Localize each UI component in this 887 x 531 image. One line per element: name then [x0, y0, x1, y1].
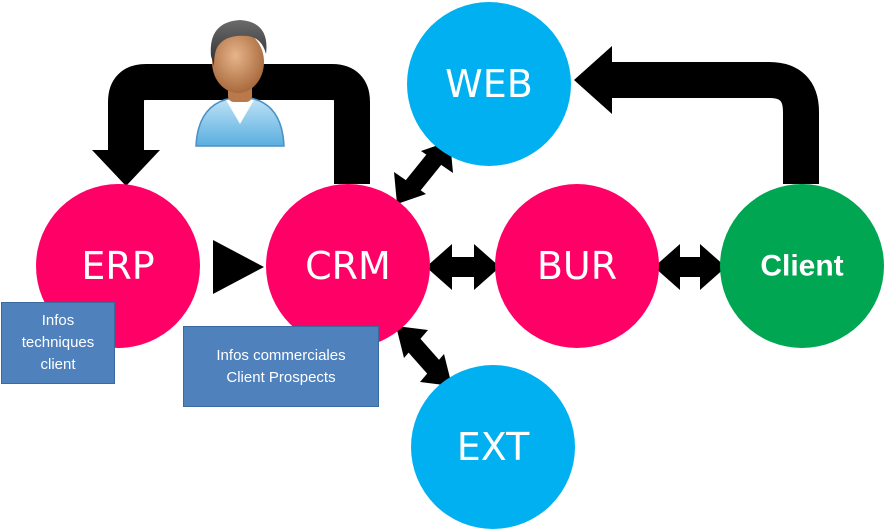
node-ext: EXT — [411, 365, 575, 529]
node-bur-label: BUR — [537, 244, 617, 288]
arrow-crm-bur — [426, 244, 500, 290]
arrow-bur-client — [654, 244, 726, 290]
arrow-crm-ext — [396, 326, 452, 386]
node-bur: BUR — [495, 184, 659, 348]
info-box-techniques: Infos techniques client — [1, 302, 115, 384]
info-commerciales-line-2: Client Prospects — [226, 368, 336, 386]
node-crm: CRM — [266, 184, 430, 348]
node-crm-circle — [266, 184, 430, 348]
info-techniques-line-1: Infos — [41, 312, 75, 329]
info-commerciales-line-1: Infos commerciales — [216, 346, 346, 364]
node-web: WEB — [407, 2, 571, 166]
info-techniques-line-2: techniques — [21, 334, 95, 351]
node-client-label: Client — [760, 250, 843, 283]
node-web-label: WEB — [445, 62, 533, 106]
user-icon — [195, 20, 285, 147]
node-bur-circle — [495, 184, 659, 348]
node-client-circle — [720, 184, 884, 348]
info-techniques-line-3: client — [40, 356, 76, 373]
info-box-commerciales: Infos commerciales Client Prospects — [183, 326, 379, 407]
node-client: Client — [720, 184, 884, 348]
node-web-circle — [407, 2, 571, 166]
node-crm-label: CRM — [305, 244, 391, 288]
node-erp-label: ERP — [81, 244, 154, 288]
node-ext-label: EXT — [457, 425, 530, 469]
node-ext-circle — [411, 365, 575, 529]
arrow-client-to-web — [574, 46, 819, 184]
arrow-erp-to-crm — [213, 240, 264, 294]
